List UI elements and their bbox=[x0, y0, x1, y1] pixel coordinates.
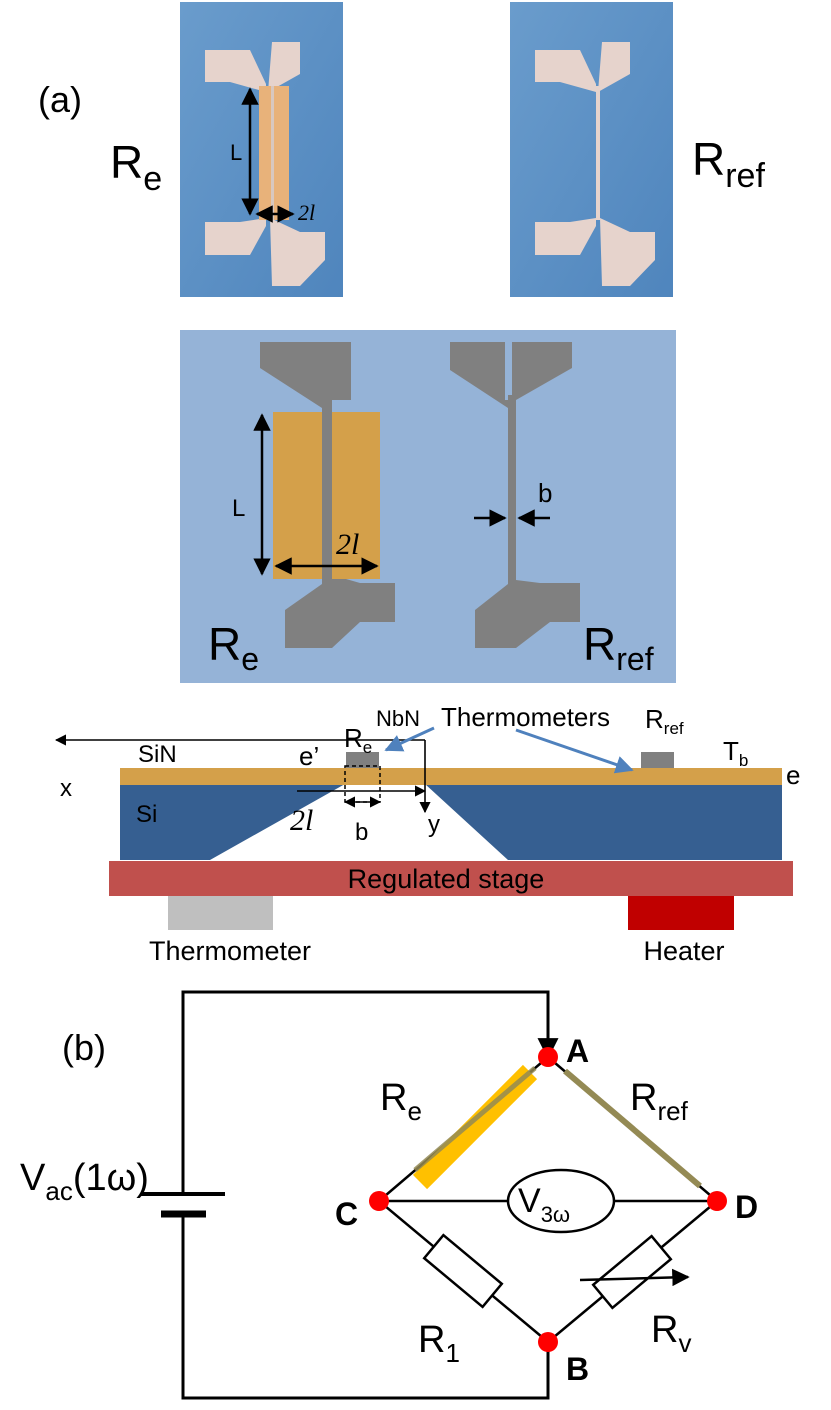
heater-label: Heater bbox=[643, 936, 724, 966]
thermometer-block bbox=[168, 896, 273, 930]
circuit-re-label: Re bbox=[380, 1077, 422, 1126]
b-label: b bbox=[355, 819, 368, 846]
schematic-rref-pad-bottom bbox=[475, 580, 580, 648]
photo-left-label: Re bbox=[110, 136, 162, 198]
y-label: y bbox=[428, 811, 440, 838]
photo-rref bbox=[510, 2, 673, 297]
thermometer-label: Thermometer bbox=[149, 936, 311, 966]
bridge-circuit: Vac(1ω) V3ω A C D B R bbox=[20, 990, 758, 1400]
schematic-rref-strip bbox=[508, 395, 516, 585]
schematic-re-pad-bottom bbox=[285, 575, 395, 648]
rref-resistor bbox=[563, 1068, 702, 1189]
schematic-b-label: b bbox=[538, 478, 552, 508]
rv-resistor bbox=[591, 1234, 673, 1310]
tb-label: Tb bbox=[723, 736, 748, 770]
schematic-rref-pad-top bbox=[450, 342, 572, 408]
sin-label: SiN bbox=[138, 741, 177, 768]
pointer-arrow-rref bbox=[515, 728, 634, 774]
voltmeter bbox=[506, 1168, 616, 1234]
photo-rref-pad-top-left bbox=[535, 50, 596, 92]
wire-top bbox=[181, 990, 550, 1193]
circuit-rv-label: Rv bbox=[651, 1309, 691, 1358]
regulated-stage bbox=[109, 861, 793, 896]
photo-width-label: 2l bbox=[298, 200, 315, 225]
photo-length-label: L bbox=[230, 140, 242, 165]
panel-b-label: (b) bbox=[62, 1027, 106, 1068]
si-substrate bbox=[120, 784, 782, 860]
schematic-re-strip-over bbox=[322, 412, 332, 579]
r1-resistor bbox=[422, 1233, 504, 1309]
photo-re-pad-bottom-right bbox=[270, 218, 325, 286]
wire-bottom bbox=[181, 1214, 550, 1400]
node-d bbox=[707, 1191, 727, 1211]
schematic-right-label: Rref bbox=[583, 618, 654, 677]
e-prime-label: e’ bbox=[299, 741, 319, 771]
schematic-re-pad-top bbox=[260, 342, 351, 408]
source-label: Vac(1ω) bbox=[20, 1157, 149, 1206]
node-c-label: C bbox=[335, 1196, 358, 1232]
cs-re-label: Re bbox=[344, 723, 372, 757]
cross-section: Regulated stage Thermometer Heater x y 2… bbox=[54, 702, 800, 966]
rref-thermometer bbox=[641, 752, 674, 768]
node-c bbox=[369, 1191, 389, 1211]
photo-rref-strip bbox=[596, 86, 600, 220]
node-b-label: B bbox=[566, 1351, 589, 1387]
node-a-label: A bbox=[566, 1033, 589, 1069]
pointer-arrow-re bbox=[384, 726, 435, 752]
re-dashed-box bbox=[344, 765, 381, 803]
circuit-r1-label: R1 bbox=[418, 1319, 460, 1368]
photo-rref-pad-bottom-left bbox=[535, 218, 596, 255]
photo-rref-pad-top-right bbox=[598, 42, 630, 92]
two-l-label: 2l bbox=[290, 804, 313, 837]
rv-variable-arrow bbox=[579, 1268, 690, 1287]
panel-a-label: (a) bbox=[38, 79, 82, 120]
photo-re: L 2l bbox=[180, 2, 343, 297]
re-thermometer bbox=[346, 752, 379, 768]
thermometers-label: Thermometers bbox=[441, 702, 610, 732]
schematic-width-label: 2l bbox=[336, 528, 359, 561]
node-a bbox=[538, 1047, 558, 1067]
schematic-top-view: L 2l b Re Rref bbox=[180, 330, 676, 683]
stage-label: Regulated stage bbox=[348, 864, 545, 894]
photo-re-pad-bottom-left bbox=[205, 218, 266, 255]
photo-re-strip bbox=[271, 86, 274, 220]
photo-re-pad-top-right bbox=[268, 42, 300, 92]
circuit-rref-label: Rref bbox=[630, 1077, 689, 1126]
node-d-label: D bbox=[735, 1189, 758, 1225]
schematic-left-label: Re bbox=[208, 618, 259, 677]
nbn-label: NbN bbox=[376, 706, 420, 731]
schematic-length-label: L bbox=[232, 495, 245, 522]
sin-membrane bbox=[120, 768, 782, 785]
node-b bbox=[538, 1332, 558, 1352]
photo-right-label: Rref bbox=[692, 133, 765, 195]
e-label: e bbox=[786, 760, 800, 790]
si-label: Si bbox=[136, 801, 157, 828]
heater-block bbox=[628, 896, 734, 930]
voltmeter-label: V3ω bbox=[518, 1182, 570, 1227]
cs-rref-label: Rref bbox=[645, 704, 684, 738]
photo-re-pad-top-left bbox=[205, 50, 266, 92]
photo-rref-pad-bottom-right bbox=[600, 218, 655, 286]
x-label: x bbox=[60, 775, 72, 802]
